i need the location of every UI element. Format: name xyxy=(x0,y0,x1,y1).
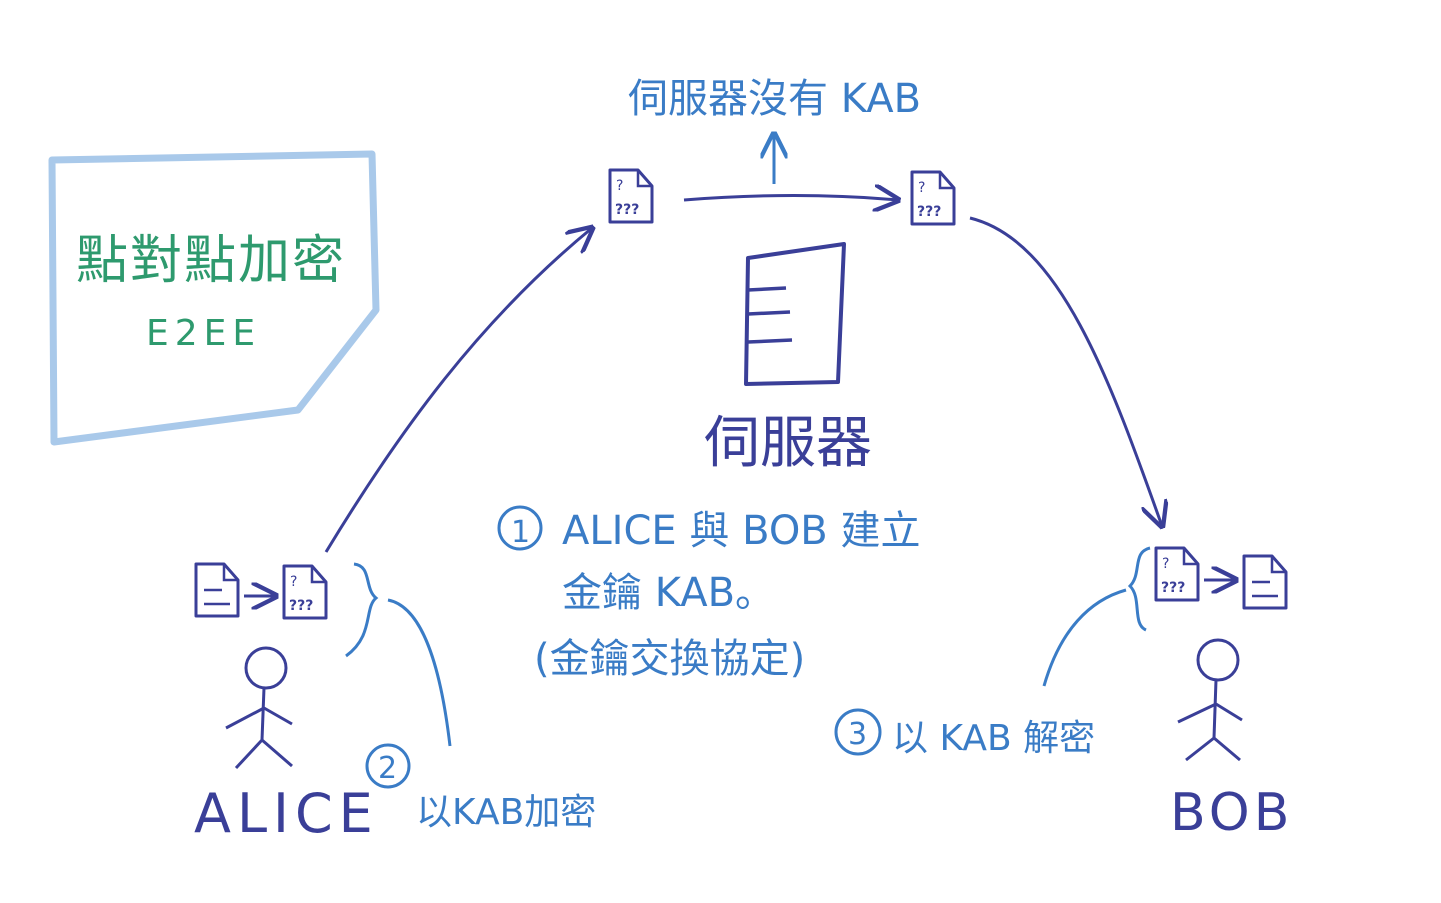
step2-pointer xyxy=(387,598,452,747)
step-2-number: 2 xyxy=(378,751,397,786)
alice-brace xyxy=(345,562,379,658)
step-3: 3 以 KAB 解密 xyxy=(834,708,1095,759)
title-box: 點對點加密 E2EE xyxy=(48,150,380,446)
bob-person-icon xyxy=(1196,638,1240,682)
step-1-badge xyxy=(497,505,543,551)
step-3-text: 以 KAB 解密 xyxy=(892,718,1095,759)
plain-file-icon xyxy=(194,562,240,618)
svg-text:???: ??? xyxy=(917,204,941,220)
step-1-line-3: (金鑰交換協定) xyxy=(534,636,805,682)
subtitle-text: E2EE xyxy=(146,313,261,354)
step-2-badge xyxy=(365,743,411,789)
bob-label: BOB xyxy=(1170,783,1293,843)
step-3-badge xyxy=(834,708,882,756)
server-icon xyxy=(744,242,846,386)
step-1: 1 ALICE 與 BOB 建立 金鑰 KAB。 (金鑰交換協定) xyxy=(497,505,920,682)
alice-to-server-arrow xyxy=(324,228,592,553)
bob-encrypted-file: ? ??? xyxy=(1154,546,1200,602)
svg-text:?: ? xyxy=(616,178,623,194)
alice-figure: ALICE xyxy=(194,646,379,845)
bob-plain-file xyxy=(1242,554,1288,610)
svg-text:???: ??? xyxy=(615,202,639,218)
server-transfer-arrow xyxy=(683,196,898,201)
step-1-line-2: 金鑰 KAB。 xyxy=(562,570,775,616)
server-file-out: ? ??? xyxy=(910,170,956,226)
server-no-key-note: 伺服器沒有 KAB xyxy=(628,76,921,184)
server-file-in: ? ??? xyxy=(608,168,654,224)
alice-encrypted-file: ? ??? xyxy=(282,564,328,620)
alice-plain-file xyxy=(194,562,240,618)
step-2: 2 以KAB加密 xyxy=(365,743,596,833)
step-1-line-1: ALICE 與 BOB 建立 xyxy=(562,508,920,554)
bob-figure: BOB xyxy=(1170,638,1293,843)
plain-file-icon xyxy=(1242,554,1288,610)
server-no-key-text: 伺服器沒有 KAB xyxy=(628,76,921,122)
server-label: 伺服器 xyxy=(704,411,872,476)
server: 伺服器 xyxy=(704,242,872,476)
server-to-bob-arrow xyxy=(969,216,1162,526)
step-2-text: 以KAB加密 xyxy=(416,792,596,833)
svg-text:?: ? xyxy=(918,180,925,196)
step-3-number: 3 xyxy=(848,717,867,752)
svg-text:?: ? xyxy=(1162,556,1169,572)
svg-text:?: ? xyxy=(290,574,297,590)
alice-label: ALICE xyxy=(194,782,379,845)
title-text: 點對點加密 xyxy=(76,231,346,291)
step3-pointer xyxy=(1042,588,1127,687)
svg-text:???: ??? xyxy=(289,598,313,614)
bob-brace xyxy=(1127,546,1151,632)
alice-person-icon xyxy=(244,646,288,690)
svg-text:???: ??? xyxy=(1161,580,1185,596)
step-1-number: 1 xyxy=(511,515,530,550)
